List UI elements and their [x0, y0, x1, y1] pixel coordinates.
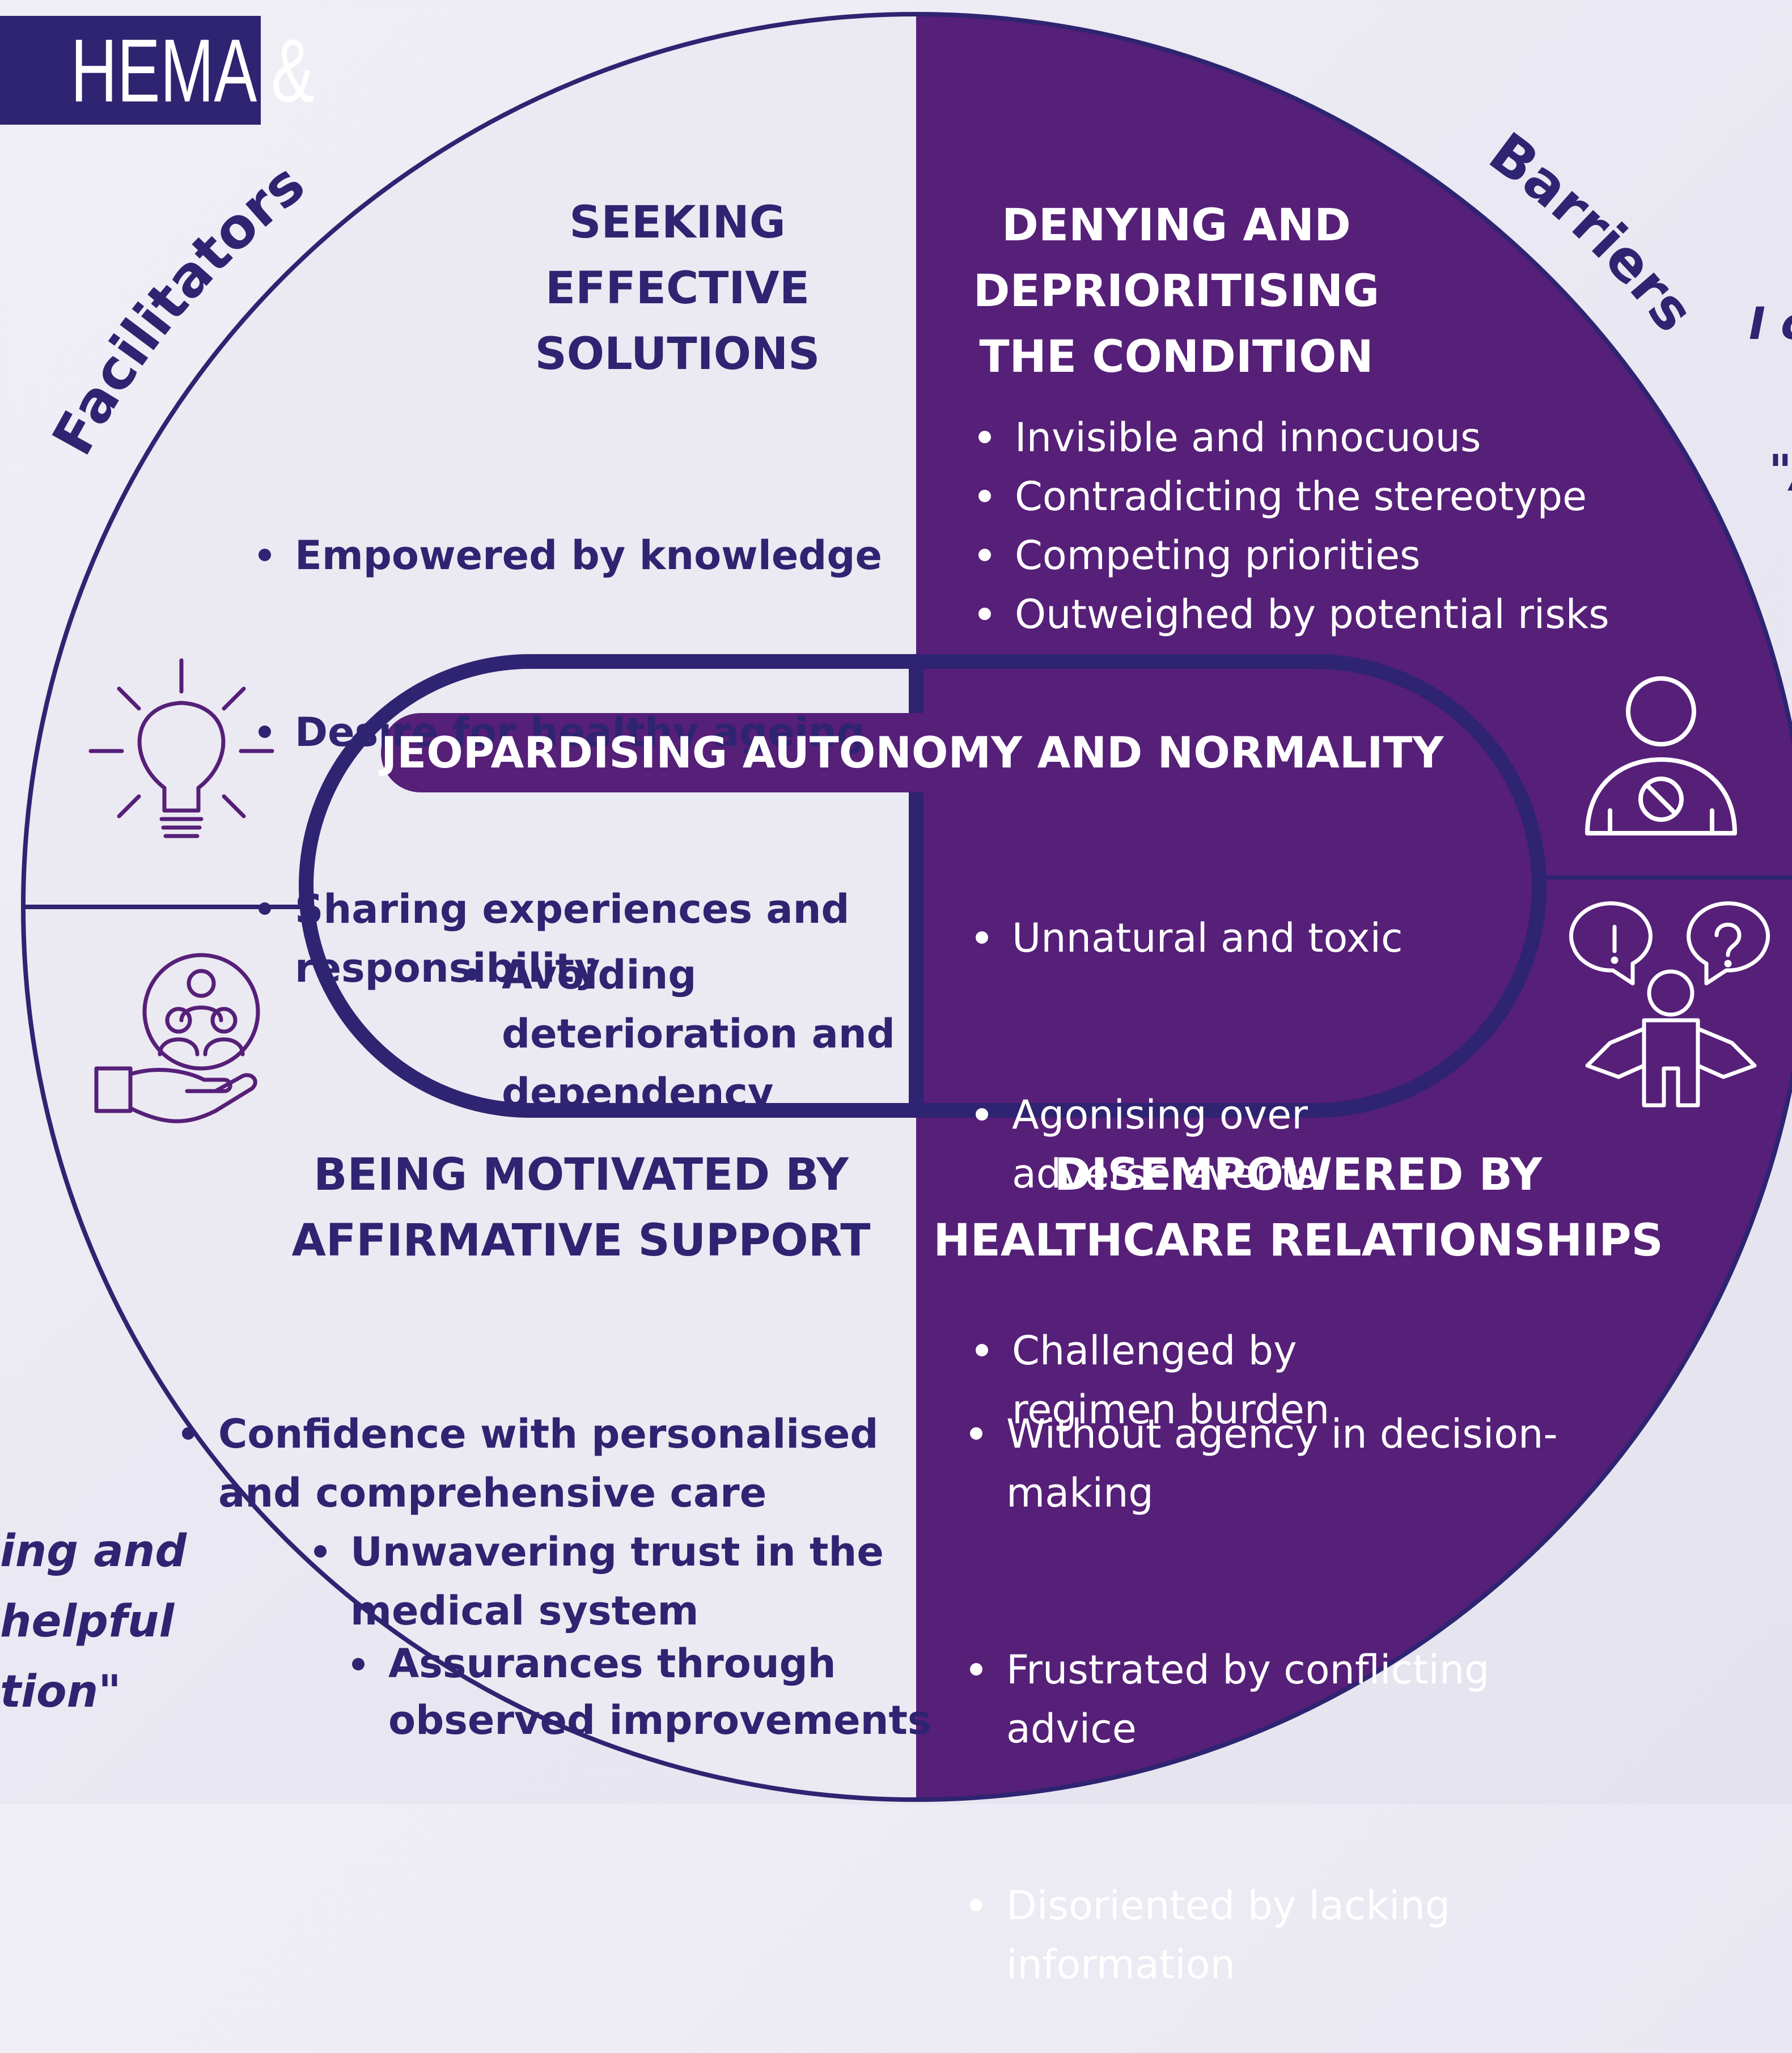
heading-line: EFFECTIVE — [545, 263, 810, 314]
list-item: Desire for healthy ageing — [255, 703, 882, 762]
diagram-canvas: Facilitators Barriers — [0, 12, 1792, 1802]
list-item: Frustrated by conflicting advice — [967, 1640, 1558, 1758]
edge-quote-right-mid: "/ — [1769, 446, 1792, 497]
center-title-capsule — [381, 713, 1430, 792]
top-left-heading: SEEKING EFFECTIVE SOLUTIONS — [505, 190, 850, 387]
top-right-list: Invisible and innocuous Contradicting th… — [975, 408, 1609, 644]
list-item: Outweighed by potential risks — [975, 585, 1609, 644]
list-item: Avoiding deterioration and dependency — [462, 945, 895, 1122]
bottom-left-list-1: Confidence with personalised and compreh… — [179, 1287, 878, 1581]
list-item: Unnatural and toxic — [972, 909, 1403, 968]
list-item: Disoriented by lacking information — [967, 1876, 1558, 1994]
list-item: Agonising over adverse events — [972, 1085, 1403, 1203]
edge-quote-right-top: I c — [1749, 299, 1792, 350]
heading-line: DISEMPOWERED BY — [1054, 1149, 1543, 1201]
list-item: Challenged by regimen burden — [972, 1321, 1403, 1439]
lightbulb-icon — [88, 658, 274, 838]
heading-line: AFFIRMATIVE SUPPORT — [291, 1215, 871, 1266]
bottom-left-list-3: Assurances through observed improvements — [349, 1522, 931, 1805]
list-item: Unwavering trust in the medical system — [311, 1522, 884, 1640]
quote-line: tion" — [0, 1666, 121, 1717]
bottom-left-heading: BEING MOTIVATED BY AFFIRMATIVE SUPPORT — [283, 1142, 879, 1274]
list-item: Confidence with personalised and compreh… — [179, 1405, 878, 1522]
heading-line: SEEKING — [569, 197, 786, 248]
center-left-list: Avoiding deterioration and dependency — [462, 828, 895, 1181]
heading-line: SOLUTIONS — [535, 329, 820, 380]
list-item: Contradicting the stereotype — [975, 467, 1609, 526]
list-item: Sharing experiences and responsibility — [255, 880, 882, 998]
heading-line: DENYING AND — [1002, 200, 1351, 251]
quote-line: ing and — [0, 1526, 187, 1577]
heading-line: BEING MOTIVATED BY — [314, 1149, 849, 1201]
bottom-right-list: Without agency in decision- making Frust… — [967, 1287, 1558, 2053]
heading-line: THE CONDITION — [979, 332, 1374, 383]
bottom-left-list-2: Unwavering trust in the medical system — [311, 1405, 884, 1699]
top-left-list: Empowered by knowledge Desire for health… — [255, 408, 882, 1057]
center-title: JEOPARDISING AUTONOMY AND NORMALITY — [381, 727, 1444, 778]
heading-line: HEALTHCARE RELATIONSHIPS — [933, 1215, 1663, 1266]
confused-person-with-speech-bubbles-icon — [1569, 901, 1770, 1108]
quote-line: helpful — [0, 1596, 175, 1647]
bottom-right-heading: DISEMPOWERED BY HEALTHCARE RELATIONSHIPS — [930, 1142, 1667, 1274]
banner-text: HEMA & — [70, 21, 315, 121]
center-right-list: Unnatural and toxic Agonising over adver… — [972, 791, 1403, 1498]
list-item: Competing priorities — [975, 526, 1609, 585]
edge-quote-left-bottom: ing and helpful tion" — [0, 1516, 187, 1727]
list-item: Empowered by knowledge — [255, 526, 882, 585]
list-item: Invisible and innocuous — [975, 408, 1609, 467]
list-item: Without agency in decision- making — [967, 1405, 1558, 1522]
banner — [0, 16, 261, 125]
top-right-heading: DENYING AND DEPRIORITISING THE CONDITION — [958, 193, 1395, 390]
list-item: Assurances through observed improvements — [349, 1635, 931, 1749]
person-with-prohibited-sign-icon — [1585, 676, 1737, 835]
hand-with-group-icon — [94, 953, 260, 1123]
heading-line: DEPRIORITISING — [973, 266, 1380, 317]
